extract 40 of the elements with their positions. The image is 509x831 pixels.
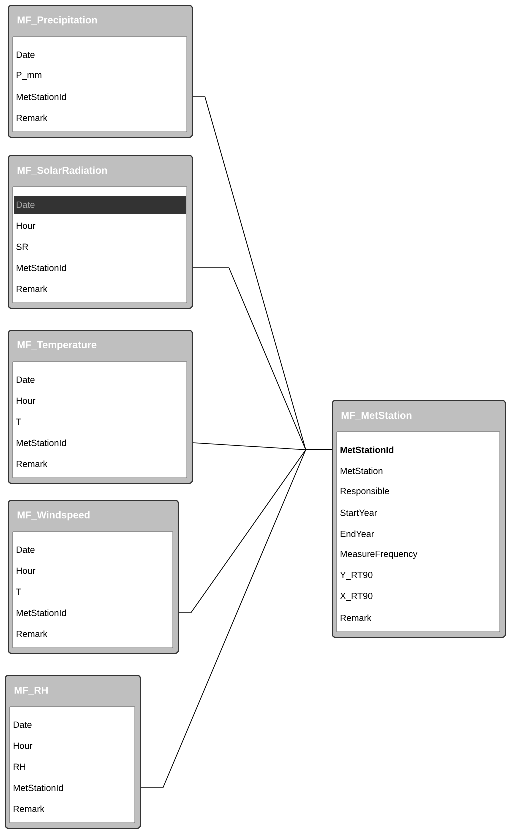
field-name: Remark <box>16 630 48 638</box>
field-name: Remark <box>340 614 372 622</box>
field-name: T <box>16 588 22 596</box>
field-name: Date <box>16 376 35 384</box>
field-name: Hour <box>14 742 33 750</box>
field-name: MetStationId <box>14 784 64 792</box>
table-title: MF_Temperature <box>18 342 97 350</box>
table-title: MF_Precipitation <box>18 16 98 26</box>
field-name: MetStationId <box>16 610 66 616</box>
field-name: MetStationId <box>340 446 394 454</box>
field-name: Remark <box>14 806 45 812</box>
field-name: StartYear <box>340 510 378 516</box>
field-name: Y_RT90 <box>340 572 373 580</box>
field-name: Hour <box>16 222 36 230</box>
field-name: MetStationId <box>16 440 66 446</box>
table-title: MF_MetStation <box>342 412 412 420</box>
relationship-line <box>140 450 332 788</box>
field-name: RH <box>14 764 26 770</box>
field-name: Remark <box>16 286 48 292</box>
field-name: MetStation <box>340 468 383 474</box>
field-name: Remark <box>16 460 48 468</box>
table-title: MF_RH <box>14 686 48 696</box>
field-name: Responsible <box>340 488 390 496</box>
field-name: MeasureFrequency <box>340 550 418 560</box>
field-name: EndYear <box>340 530 374 538</box>
field-name: Date <box>14 722 32 728</box>
field-name: P_mm <box>16 72 42 80</box>
table-title: MF_Windspeed <box>18 511 90 521</box>
field-name: Date <box>16 546 35 554</box>
field-name: MetStationId <box>16 264 66 272</box>
field-name: T <box>16 418 22 426</box>
field-name: Date <box>16 202 35 208</box>
field-name: X_RT90 <box>340 592 373 602</box>
field-name: Hour <box>16 568 36 574</box>
field-name: Remark <box>16 114 48 122</box>
field-name: SR <box>16 244 28 250</box>
table-title: MF_SolarRadiation <box>18 166 108 176</box>
field-name: Hour <box>16 398 36 404</box>
field-name: Date <box>16 52 35 58</box>
field-name: MetStationId <box>16 94 66 100</box>
